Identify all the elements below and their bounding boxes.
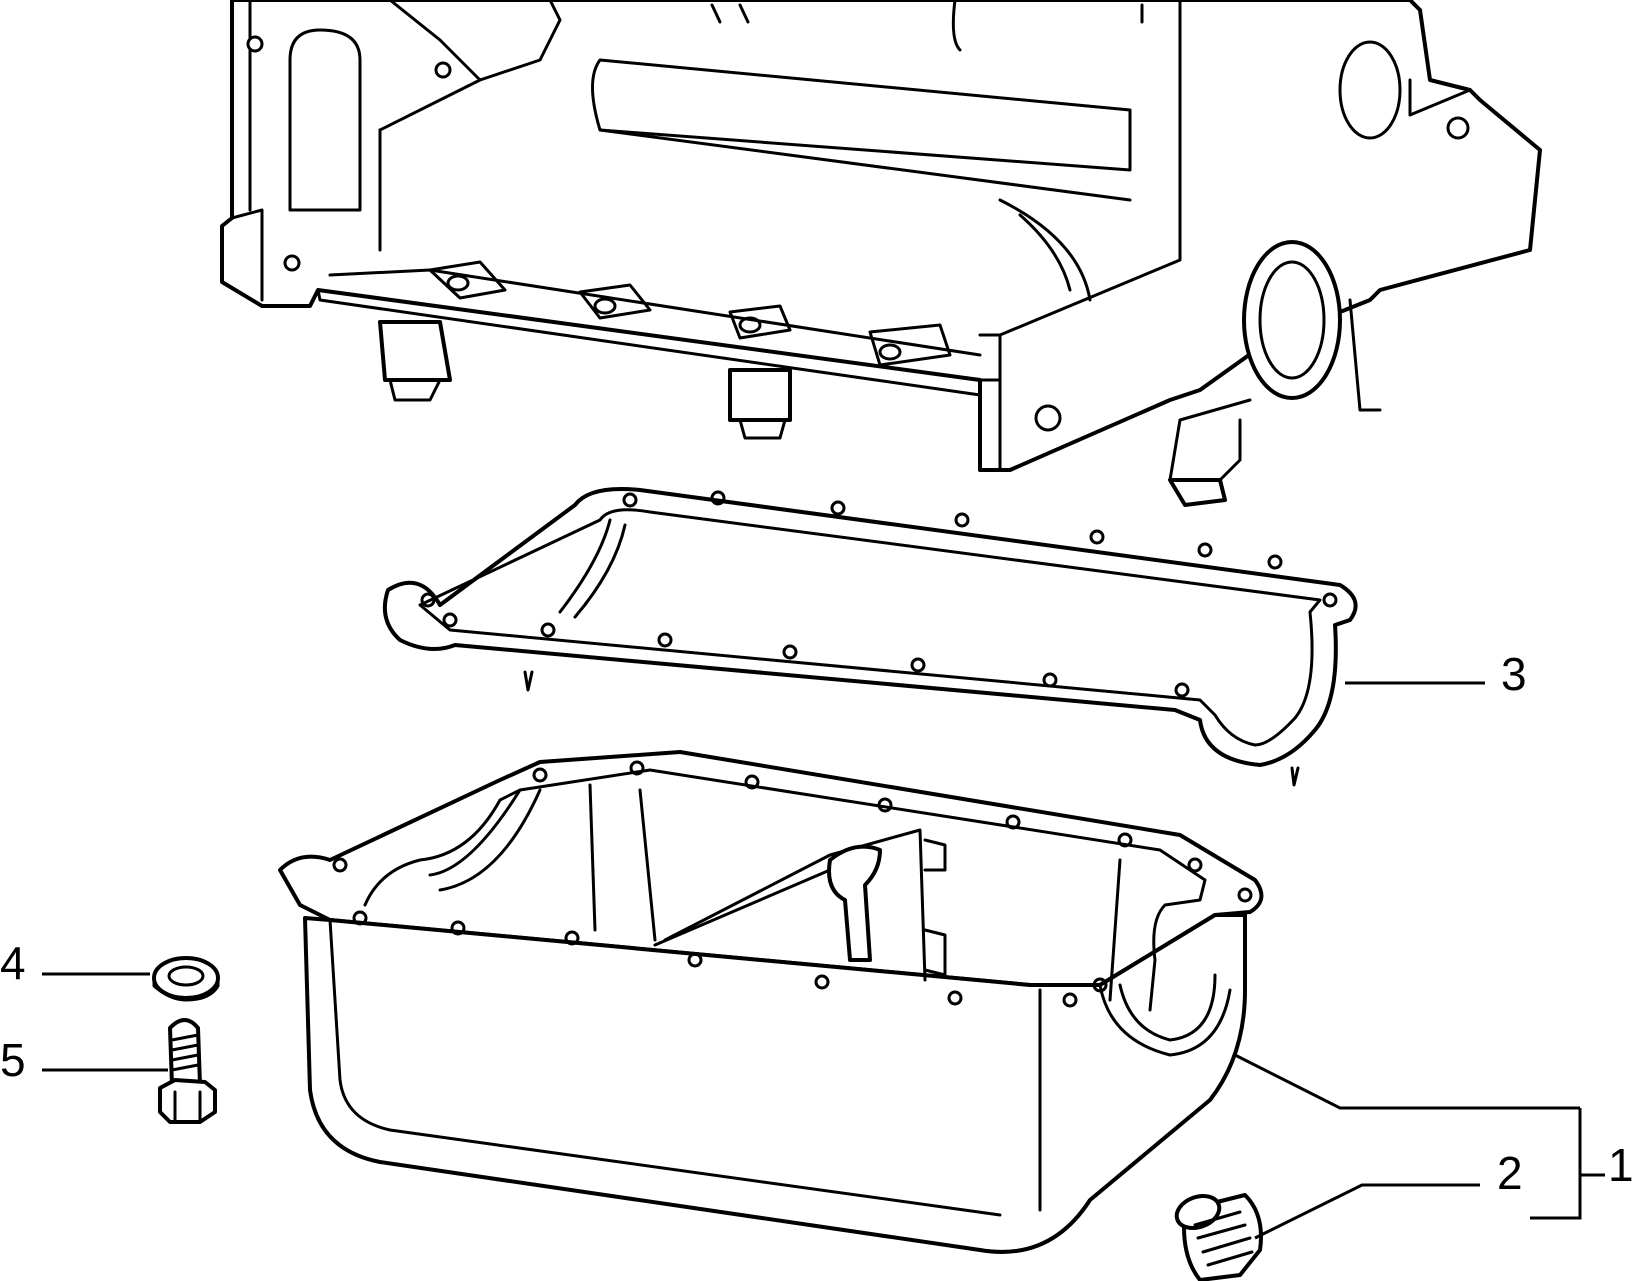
callout-1: 1 xyxy=(1608,1139,1632,1191)
pan-bolt-holes xyxy=(332,760,1253,1008)
oil-pan-gasket xyxy=(383,487,1358,787)
callout-2: 2 xyxy=(1497,1147,1523,1199)
bracket-1 xyxy=(1530,1108,1605,1220)
washer xyxy=(152,956,220,1002)
callout-5: 5 xyxy=(0,1034,26,1086)
callout-3: 3 xyxy=(1501,648,1527,700)
oil-pan xyxy=(278,750,1264,1254)
bolt xyxy=(158,1018,217,1124)
gasket-bolt-holes xyxy=(420,490,1338,698)
leader-lines xyxy=(42,681,1605,1240)
leader-1-pan xyxy=(1234,1053,1580,1110)
drain-plug xyxy=(1174,1193,1263,1281)
callout-4: 4 xyxy=(0,937,26,989)
leader-2 xyxy=(1254,1183,1480,1240)
engine-block xyxy=(220,0,1542,507)
